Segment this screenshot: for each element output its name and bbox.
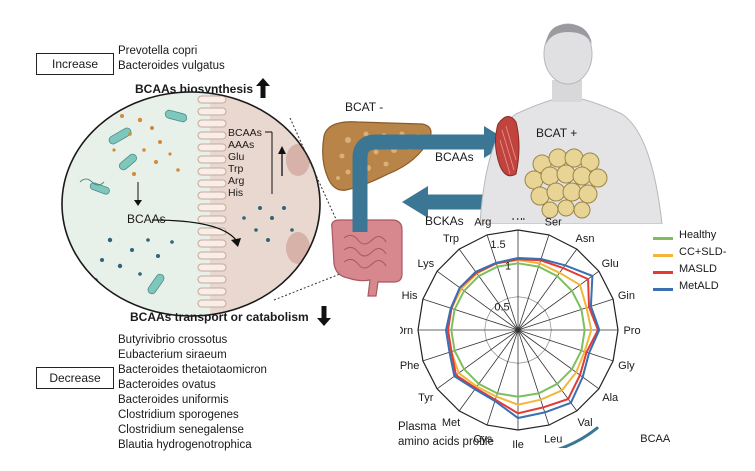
- radar-tick-label: 1: [505, 260, 511, 272]
- up-arrow-icon: [256, 78, 270, 98]
- decrease-bacterium: Clostridium senegalense: [118, 424, 244, 436]
- radar-category-label: Glu: [602, 258, 619, 270]
- radar-spoke: [517, 270, 600, 331]
- bcaa-bracket: [557, 426, 599, 448]
- human-figure-illustration: [479, 23, 663, 224]
- radar-category-label: Ser: [545, 218, 562, 229]
- radar-category-label: Gin: [618, 290, 635, 302]
- decrease-bacterium: Eubacterium siraeum: [118, 349, 227, 361]
- decrease-bacterium: Clostridium sporogenes: [118, 409, 239, 421]
- radar-series-cc-sld-: [446, 258, 593, 406]
- increase-label: Increase: [36, 53, 114, 75]
- amino-list-item: AAAs: [228, 139, 255, 151]
- radar-spoke: [436, 270, 519, 331]
- radar-spoke: [517, 298, 614, 331]
- intestine-illustration: [331, 219, 403, 297]
- decrease-bacterium: Bacteroides thetaiotaomicron: [118, 364, 267, 376]
- radar-category-label: Cys: [473, 433, 492, 445]
- radar-tick-label: 1.5: [490, 239, 505, 251]
- amino-list-item: BCAAs: [228, 127, 262, 139]
- legend-swatch: [653, 271, 673, 274]
- amino-list-item: Glu: [228, 151, 245, 163]
- radar-caption-line-2: amino acids profile: [398, 436, 494, 448]
- radar-category-label: Gly: [618, 360, 635, 372]
- radar-category-label: Lys: [417, 258, 434, 270]
- radar-spoke: [517, 248, 578, 331]
- increase-bacterium-1: Prevotella copri: [118, 45, 198, 57]
- radar-series-metald: [444, 256, 601, 420]
- radar-spoke: [422, 329, 519, 362]
- radar-series-healthy: [450, 262, 586, 398]
- legend-swatch: [653, 254, 673, 257]
- legend-swatch: [653, 288, 673, 291]
- radar-spoke: [486, 234, 519, 331]
- radar-category-label: Phe: [400, 360, 419, 372]
- decrease-bacterium: Bacteroides ovatus: [118, 379, 216, 391]
- radar-category-label: Met: [442, 417, 460, 429]
- radar-tick-label: 0.5: [494, 302, 509, 314]
- radar-spoke: [517, 329, 600, 390]
- legend-label: MASLD: [679, 263, 717, 275]
- increase-bacterium-2: Bacteroides vulgatus: [118, 60, 225, 72]
- legend-label: MetALD: [679, 280, 719, 292]
- amino-list-item: His: [228, 187, 244, 199]
- radar-category-label: Thr: [510, 218, 527, 223]
- radar-category-label: Leu: [544, 433, 562, 445]
- radar-category-label: His: [402, 290, 418, 302]
- muscle-label: BCAT +: [536, 126, 578, 140]
- radar-spoke: [458, 329, 519, 412]
- down-arrow-icon: [317, 306, 331, 326]
- radar-spoke: [422, 298, 519, 331]
- radar-spoke: [436, 329, 519, 390]
- decrease-bacterium: Bacteroides uniformis: [118, 394, 229, 406]
- radar-spoke: [517, 329, 550, 426]
- radar-category-label: Tyr: [418, 392, 434, 404]
- gut-circle-illustration: [61, 91, 321, 317]
- radar-category-label: Ile: [512, 439, 524, 448]
- radar-caption-line-1: Plasma: [398, 421, 437, 433]
- bcaa-bracket-label: BCAAs: [640, 433, 670, 445]
- legend-swatch: [653, 237, 673, 240]
- radar-spoke: [517, 329, 614, 362]
- radar-category-label: Pro: [623, 325, 640, 337]
- legend-label: Healthy: [679, 229, 717, 241]
- biosynthesis-label: BCAAs biosynthesis: [135, 82, 254, 96]
- gut-center-label: BCAAs: [127, 212, 166, 226]
- transport-label: BCAAs transport or catabolism: [130, 310, 309, 324]
- decrease-bacterium: Butyrivibrio crossotus: [118, 334, 228, 346]
- radar-spoke: [517, 329, 578, 412]
- radar-category-label: Ala: [602, 392, 619, 404]
- to-muscle-arrow-label: BCAAs: [435, 150, 474, 164]
- decrease-bacterium: Blautia hydrogenotrophica: [118, 439, 252, 451]
- radar-spoke: [517, 234, 550, 331]
- to-liver-arrow-label: BCKAs: [425, 214, 464, 228]
- decrease-label: Decrease: [36, 367, 114, 389]
- radar-category-label: Val: [577, 417, 592, 429]
- amino-list-item: Arg: [228, 175, 245, 187]
- radar-spoke: [458, 248, 519, 331]
- amino-list-item: Trp: [228, 163, 244, 175]
- radar-category-label: Trp: [443, 233, 459, 245]
- radar-category-label: Orn: [400, 325, 413, 337]
- legend-label: CC+SLD-: [679, 246, 727, 258]
- radar-category-label: Asn: [576, 233, 595, 245]
- radar-spoke: [486, 329, 519, 426]
- radar-category-label: Arg: [474, 218, 491, 229]
- liver-label: BCAT -: [345, 100, 384, 114]
